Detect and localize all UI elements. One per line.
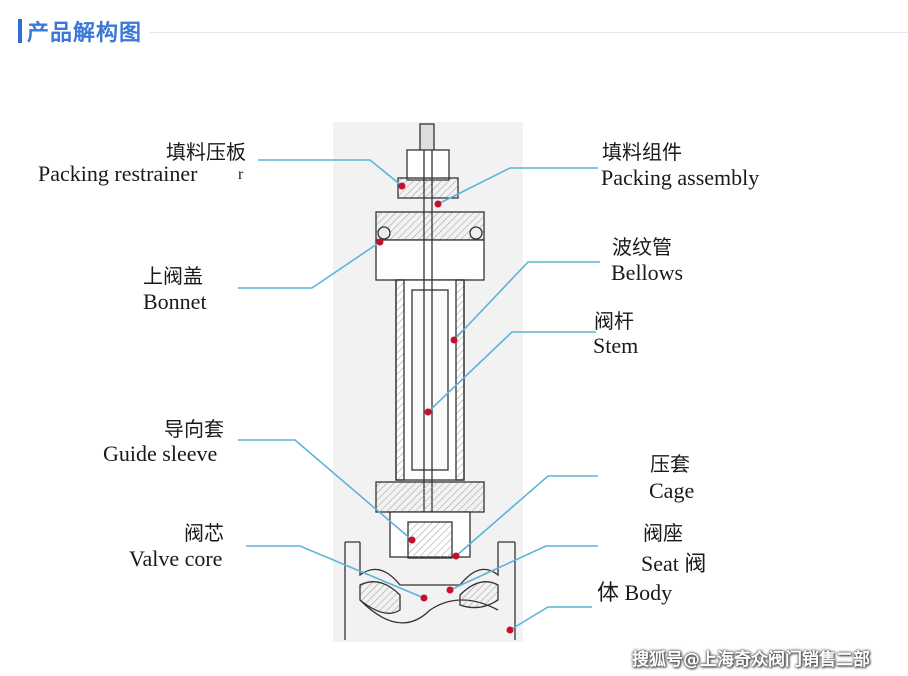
- label-seat-zh: 阀座: [643, 521, 683, 545]
- label-bellows-zh: 波纹管: [612, 235, 672, 259]
- leader-bellows: [453, 261, 600, 341]
- label-cage-zh: 压套: [650, 452, 690, 476]
- marker-cage: [452, 552, 460, 560]
- watermark: 搜狐号@上海奇众阀门销售二部: [632, 650, 870, 670]
- bonnet-tube-wall-right: [455, 279, 465, 481]
- label-guide-sleeve-zh: 导向套: [164, 417, 224, 441]
- leader-stem: [427, 331, 596, 413]
- section-title: 产品解构图: [27, 21, 143, 46]
- label-stem-zh: 阀杆: [594, 309, 634, 333]
- label-guide-sleeve-en: Guide sleeve: [103, 441, 218, 466]
- marker-stem: [424, 408, 432, 416]
- leader-bonnet: [238, 241, 381, 289]
- marker-bellows: [450, 336, 458, 344]
- leader-valve-core: [246, 545, 425, 599]
- packing-gland-nuts: [406, 149, 450, 181]
- bellows-part: [411, 289, 449, 471]
- bonnet-tube-wall-left: [395, 279, 405, 481]
- header-accent-bar: [18, 19, 22, 43]
- section-header: 产品解构图: [0, 0, 908, 60]
- leader-packing-restrainer: [258, 159, 403, 187]
- header-divider: [150, 32, 908, 33]
- label-cage-en: Cage: [649, 478, 695, 503]
- label-packing-restrainer-extra: r: [238, 166, 244, 183]
- label-bonnet-en: Bonnet: [143, 289, 207, 314]
- label-body: 体 Body: [597, 580, 673, 605]
- leader-seat: [449, 545, 598, 591]
- label-valve-core-zh: 阀芯: [184, 521, 224, 545]
- marker-guide-sleeve: [408, 536, 416, 544]
- leader-packing-assembly: [437, 167, 598, 205]
- valve-body-hatch-right: [459, 581, 499, 609]
- leader-lines: [238, 159, 600, 631]
- label-packing-assembly-en: Packing assembly: [601, 165, 760, 190]
- leader-body: [509, 606, 592, 631]
- leader-cage: [455, 475, 598, 557]
- label-packing-restrainer-en: Packing restrainer: [38, 161, 198, 186]
- bonnet-flange: [375, 211, 485, 241]
- valve-drawing: [344, 123, 516, 640]
- valve-body-part: [344, 541, 516, 640]
- marker-seat: [446, 586, 454, 594]
- marker-valve-core: [420, 594, 428, 602]
- label-bellows-en: Bellows: [611, 260, 684, 285]
- marker-bonnet: [376, 238, 384, 246]
- lower-flange: [375, 481, 485, 513]
- label-seat-en: Seat 阀: [641, 551, 707, 576]
- label-stem-en: Stem: [593, 333, 639, 358]
- leader-guide-sleeve: [238, 439, 413, 541]
- part-markers: [376, 182, 514, 634]
- packing-restrainer-part: [397, 177, 459, 199]
- label-valve-core-en: Valve core: [129, 546, 223, 571]
- marker-packing-assembly: [434, 200, 442, 208]
- valve-body-hatch: [359, 581, 401, 614]
- label-bonnet-zh: 上阀盖: [143, 264, 203, 288]
- bolt-left: [377, 226, 391, 240]
- marker-packing-restrainer: [398, 182, 406, 190]
- label-packing-restrainer-zh: 填料压板: [166, 140, 246, 164]
- marker-body: [506, 626, 514, 634]
- bonnet-flange-lower: [375, 239, 485, 281]
- bolt-right: [469, 226, 483, 240]
- label-packing-assembly-zh: 填料组件: [602, 140, 682, 164]
